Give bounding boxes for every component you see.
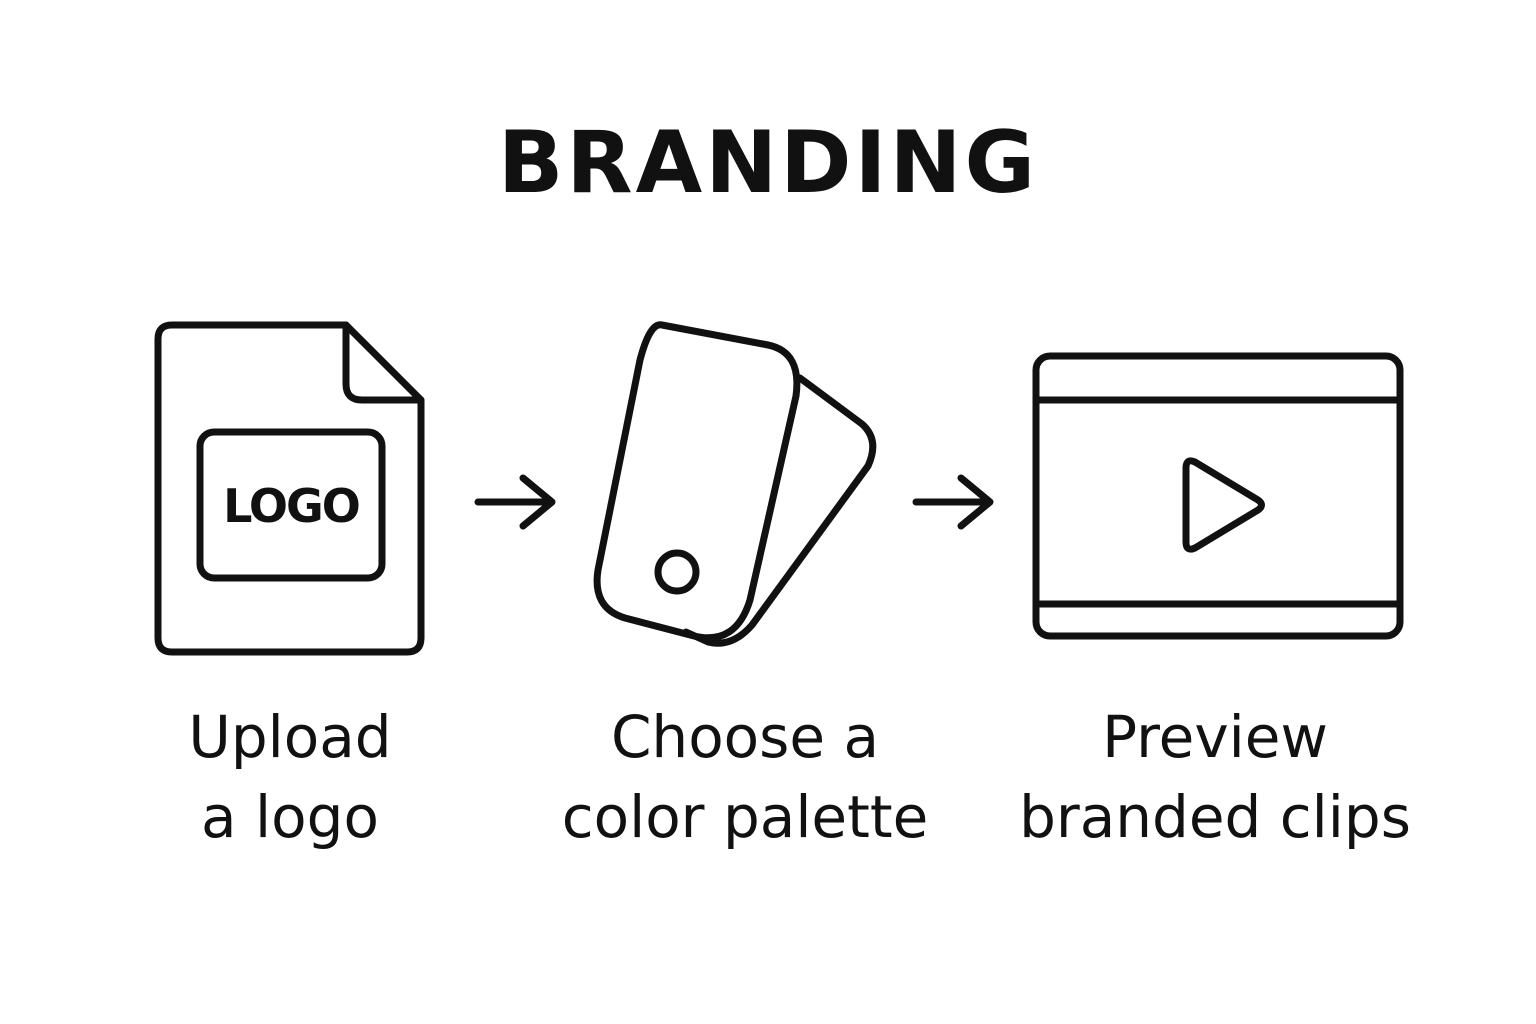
step-label-line: branded clips [1019,783,1411,851]
color-swatch-icon [593,321,877,647]
logo-icon-text: LOGO [223,479,359,533]
step-label-line: Preview [1102,703,1328,771]
step-label-choose-palette: Choose a color palette [520,697,970,857]
play-icon [1182,457,1265,553]
step-label-line: color palette [561,783,929,851]
step-label-upload-logo: Upload a logo [140,697,440,857]
step-label-line: Choose a [610,703,880,771]
arrow-right-icon [912,474,994,530]
video-player-icon [1032,352,1404,640]
step-label-preview-clips: Preview branded clips [990,697,1440,857]
step-label-line: a logo [201,783,379,851]
logo-file-icon: LOGO [154,321,425,656]
diagram-title: BRANDING [497,113,1039,213]
step-label-line: Upload [188,703,392,771]
arrow-right-icon [474,474,556,530]
